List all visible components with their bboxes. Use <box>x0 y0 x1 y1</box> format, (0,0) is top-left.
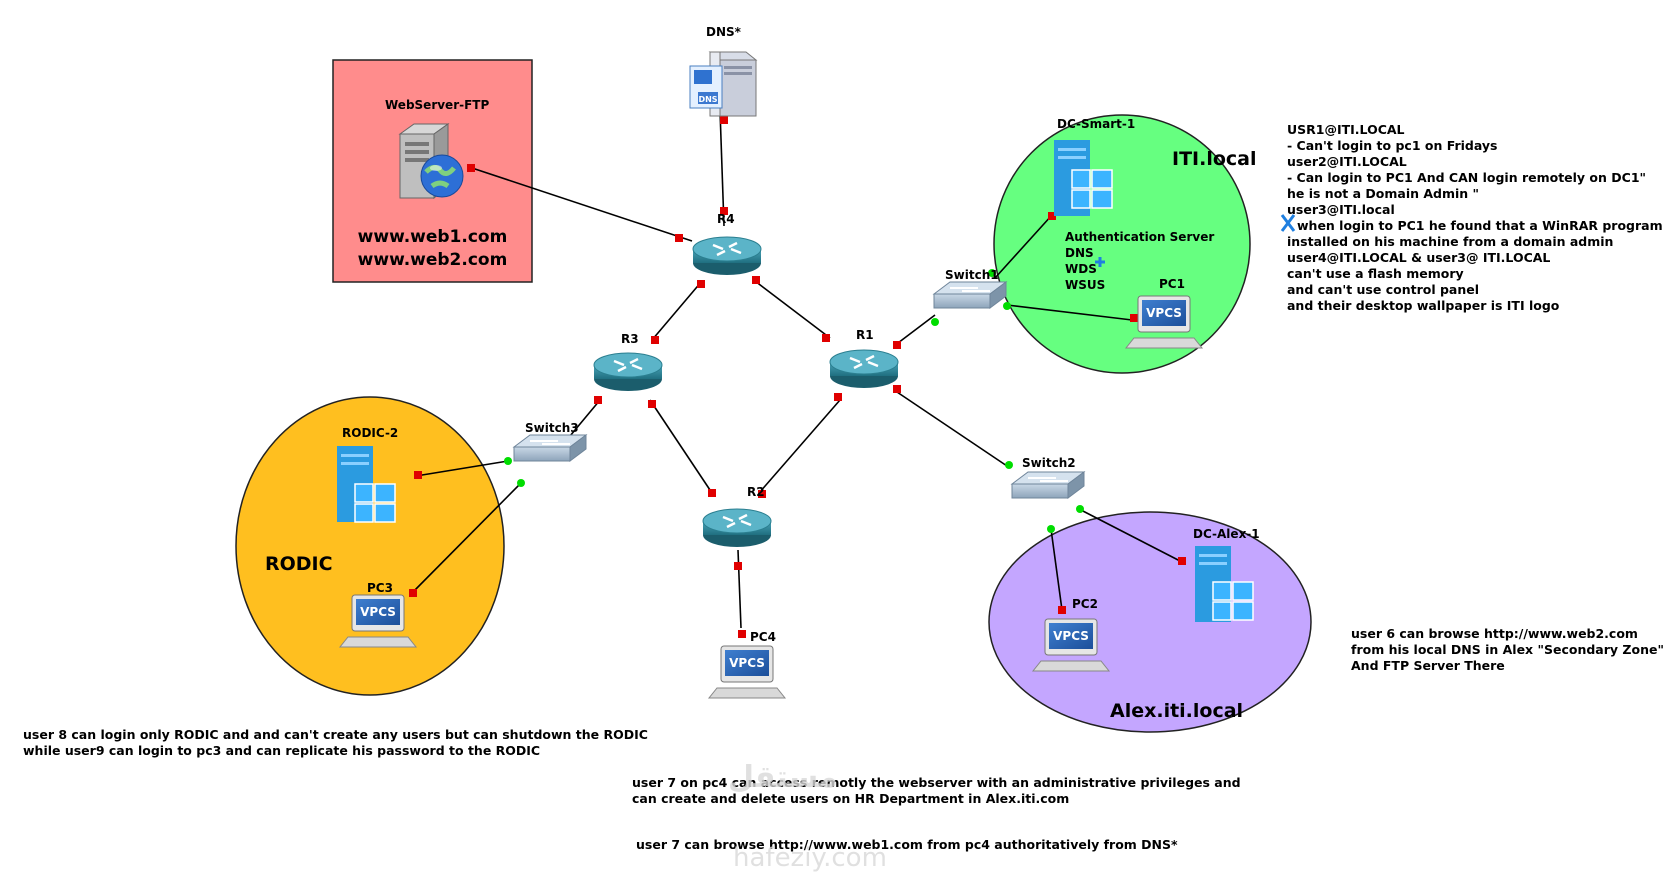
note-line: - Can login to PC1 And CAN login remotel… <box>1287 170 1647 185</box>
router-r2[interactable] <box>702 508 772 547</box>
note-line: while user9 can login to pc3 and can rep… <box>23 743 541 758</box>
switch3[interactable] <box>512 434 588 462</box>
switch1[interactable] <box>932 281 1008 309</box>
iti-local-title: ITI.local <box>1172 148 1257 170</box>
note-line: user 7 on pc4 can access remotly the web… <box>632 775 1241 790</box>
service-authentication: Authentication Server <box>1065 230 1215 244</box>
webserver-ftp-label: WebServer-FTP <box>385 98 490 112</box>
wds-cursor-icon <box>1095 257 1105 267</box>
note-line: user3@ITI.local <box>1287 202 1395 217</box>
rodic-2-label: RODIC-2 <box>342 426 399 440</box>
router-r3-label: R3 <box>621 332 639 346</box>
links <box>411 109 1183 629</box>
router-r2-label: R2 <box>747 485 765 499</box>
router-r1-label: R1 <box>856 328 874 342</box>
note-line: user 8 can login only RODIC and and can'… <box>23 727 648 742</box>
pc2-vpcs-icon[interactable]: VPCS <box>1031 618 1111 672</box>
pc3-vpcs-icon[interactable]: VPCS <box>338 594 418 648</box>
dc-services-list: Authentication Server DNS WDS WSUS <box>1065 229 1214 293</box>
dns-users-note: user 7 can browse http://www.web1.com fr… <box>636 837 1178 852</box>
service-dns: DNS <box>1065 246 1094 260</box>
webserver-ftp-icon[interactable] <box>398 123 464 200</box>
pc4-vpcs-icon[interactable]: VPCS <box>707 645 787 699</box>
switch2-label: Switch2 <box>1022 456 1076 470</box>
rodic-zone <box>235 396 505 696</box>
dns-badge: DNS <box>698 95 717 104</box>
pc4-users-note: user 7 on pc4 can access remotly the web… <box>632 775 1241 807</box>
note-line: installed on his machine from a domain a… <box>1287 234 1614 249</box>
rodic-2-server-icon[interactable] <box>337 446 396 523</box>
rodic-title: RODIC <box>265 553 333 575</box>
note-line: from his local DNS in Alex "Secondary Zo… <box>1351 642 1664 657</box>
service-wds: WDS <box>1065 262 1097 276</box>
note-line: when login to PC1 he found that a WinRAR… <box>1297 218 1663 233</box>
note-line: he is not a Domain Admin " <box>1287 186 1480 201</box>
pc4-label: PC4 <box>750 630 776 644</box>
dc-alex-1-server-icon[interactable] <box>1195 546 1254 622</box>
pc1-vpcs-label: VPCS <box>1146 306 1182 320</box>
alex-users-note: user 6 can browse http://www.web2.com fr… <box>1351 626 1664 674</box>
pc3-label: PC3 <box>367 581 393 595</box>
alex-local-title: Alex.iti.local <box>1110 700 1244 722</box>
note-line: user2@ITI.LOCAL <box>1287 154 1407 169</box>
note-line: and can't use control panel <box>1287 282 1480 297</box>
rodic-users-note: user 8 can login only RODIC and and can'… <box>23 727 648 759</box>
switch2[interactable] <box>1010 471 1086 499</box>
pc2-label: PC2 <box>1072 597 1098 611</box>
switch3-label: Switch3 <box>525 421 579 435</box>
watermark-arabic: مستقل <box>728 760 838 795</box>
note-line: - Can't login to pc1 on Fridays <box>1287 138 1498 153</box>
pc4-vpcs-label: VPCS <box>729 656 765 670</box>
web2-site-label: www.web2.com <box>357 250 508 270</box>
router-r4[interactable] <box>692 236 762 275</box>
port-markers-down <box>409 116 1186 638</box>
note-line: can't use a flash memory <box>1287 266 1464 281</box>
router-r1[interactable] <box>829 349 899 388</box>
port-markers-up <box>504 269 1084 533</box>
router-r4-label: R4 <box>717 212 735 226</box>
switch1-label: Switch1 <box>945 268 999 282</box>
service-wsus: WSUS <box>1065 278 1106 292</box>
note-line: USR1@ITI.LOCAL <box>1287 122 1405 137</box>
dns-server-icon[interactable]: DNS <box>689 51 758 117</box>
dc-smart-1-label: DC-Smart-1 <box>1057 117 1136 131</box>
note-line: And FTP Server There <box>1351 658 1505 673</box>
pc1-vpcs-icon[interactable]: VPCS <box>1124 295 1204 349</box>
note-line: user4@ITI.LOCAL & user3@ ITI.LOCAL <box>1287 250 1551 265</box>
note-line: and their desktop wallpaper is ITI logo <box>1287 298 1560 313</box>
note-line: can create and delete users on HR Depart… <box>632 791 1070 806</box>
watermark-latin: hafeziy.com <box>733 843 887 873</box>
pc2-vpcs-label: VPCS <box>1053 629 1089 643</box>
iti-users-note: USR1@ITI.LOCAL - Can't login to pc1 on F… <box>1287 122 1663 314</box>
web1-site-label: www.web1.com <box>357 227 508 247</box>
pc1-label: PC1 <box>1159 277 1185 291</box>
note-line: user 6 can browse http://www.web2.com <box>1351 626 1638 641</box>
dc-smart-1-server-icon[interactable] <box>1054 140 1113 216</box>
dns-server-label: DNS* <box>706 25 741 39</box>
dc-alex-1-label: DC-Alex-1 <box>1193 527 1260 541</box>
webserver-sites: www.web1.com www.web2.com <box>345 226 520 272</box>
pc3-vpcs-label: VPCS <box>360 605 396 619</box>
router-r3[interactable] <box>593 352 663 391</box>
cursor-icon <box>1280 214 1296 232</box>
